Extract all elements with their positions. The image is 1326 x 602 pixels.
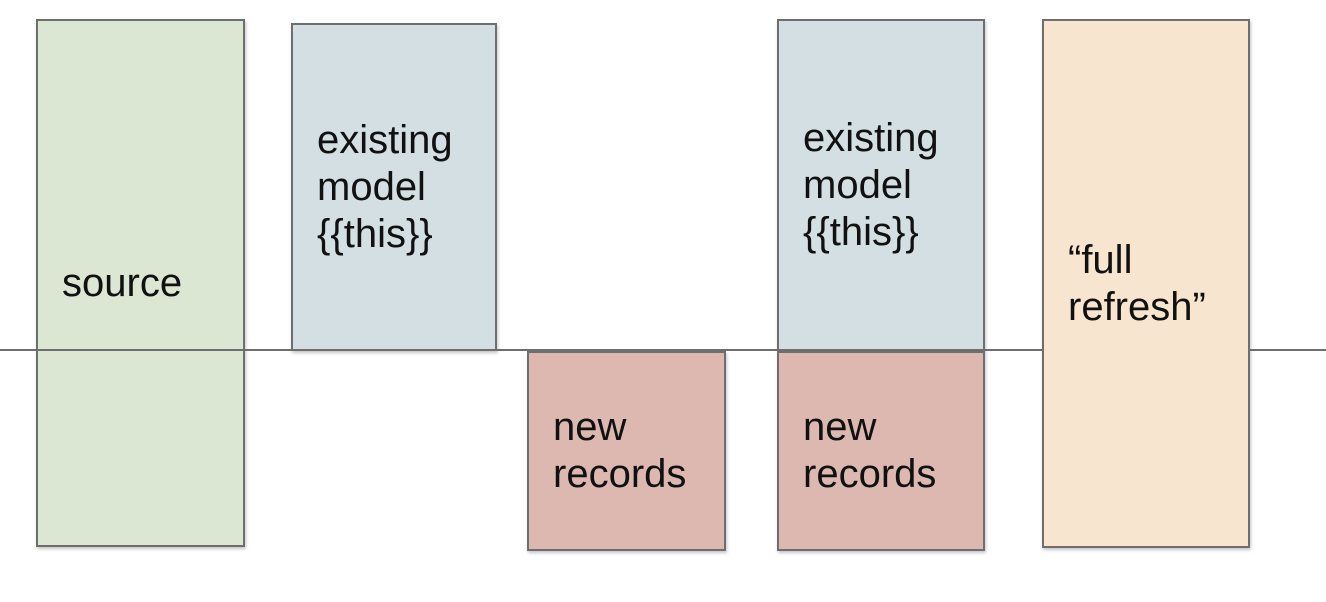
existing-model-label: existing model {{this}} <box>317 117 453 256</box>
new-records-box: new records <box>527 351 726 551</box>
new-records-box-2: new records <box>777 351 985 551</box>
existing-model-box: existing model {{this}} <box>291 23 497 351</box>
source-label: source <box>62 260 183 305</box>
source-box: source <box>36 19 245 547</box>
new-records-label: new records <box>553 405 687 496</box>
full-refresh-label: “full refresh” <box>1068 237 1206 329</box>
full-refresh-box: “full refresh” <box>1042 19 1250 548</box>
existing-model-box-2: existing model {{this}} <box>777 19 985 351</box>
existing-model-label-2: existing model {{this}} <box>803 115 939 254</box>
new-records-label-2: new records <box>803 405 937 496</box>
divider-line <box>0 349 1326 351</box>
